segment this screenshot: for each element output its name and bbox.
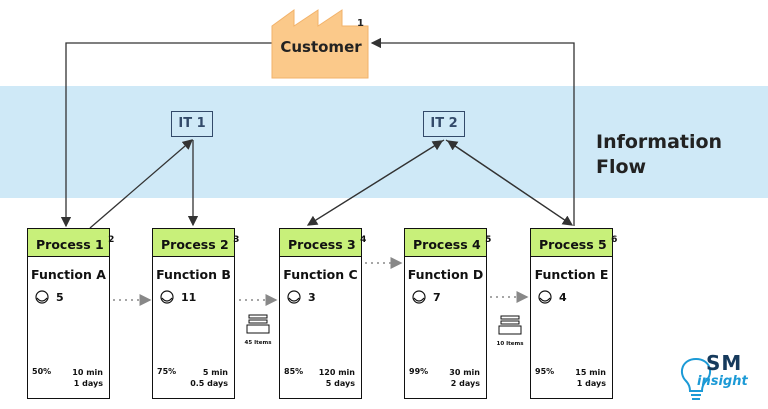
customer-factory-icon <box>271 9 369 79</box>
time-values: 15 min 1 days <box>575 367 606 389</box>
operator-icon <box>35 290 49 304</box>
process-header: Process 4 5 <box>405 229 491 257</box>
inventory-stack-icon <box>498 315 522 335</box>
cycle-time: 5 min <box>202 368 228 377</box>
process-box-3: Process 3 4 Function C 3 85% 120 min 5 d… <box>279 228 366 399</box>
uptime-percent: 95% <box>535 367 555 376</box>
operator-count: 4 <box>559 290 567 304</box>
process-name: Process 4 <box>413 237 481 253</box>
operator-count: 11 <box>181 290 197 304</box>
time-values: 5 min 0.5 days <box>190 367 228 389</box>
cycle-time: 30 min <box>449 368 480 377</box>
uptime-percent: 50% <box>32 367 52 376</box>
operator-indicator: 5 <box>34 289 64 305</box>
cycle-time: 120 min <box>318 368 355 377</box>
operator-icon <box>160 290 174 304</box>
lead-time: 0.5 days <box>190 379 228 388</box>
process-name: Process 3 <box>288 237 356 253</box>
uptime-percent: 85% <box>284 367 304 376</box>
process-box-2: Process 2 3 Function B 11 75% 5 min 0.5 … <box>152 228 239 399</box>
inventory-1: 45 Items <box>243 314 273 346</box>
cycle-time: 15 min <box>575 368 606 377</box>
function-label: Function E <box>534 267 609 282</box>
sm-insight-logo-icon <box>680 357 712 400</box>
time-values: 120 min 5 days <box>319 367 355 389</box>
logo-insight-text: insight <box>697 374 748 389</box>
lead-time: 2 days <box>450 379 480 388</box>
lead-time: 5 days <box>325 379 355 388</box>
process-number: 6 <box>611 235 618 245</box>
process-number: 2 <box>108 235 115 245</box>
inventory-stack-icon <box>246 314 270 334</box>
it2-box: IT 2 <box>423 111 465 137</box>
operator-count: 3 <box>308 290 316 304</box>
operator-icon <box>287 290 301 304</box>
operator-count: 5 <box>56 290 64 304</box>
lead-time: 1 days <box>576 379 606 388</box>
process-box-4: Process 4 5 Function D 7 99% 30 min 2 da… <box>404 228 491 399</box>
information-flow-line2: Flow <box>596 156 647 178</box>
function-label: Function A <box>31 267 106 282</box>
information-flow-band <box>0 86 768 198</box>
operator-indicator: 3 <box>286 289 316 305</box>
logo-sm-text: SM <box>706 351 743 375</box>
process-name: Process 1 <box>36 237 104 253</box>
it1-box: IT 1 <box>171 111 213 137</box>
inventory-label: 10 Items <box>496 341 524 347</box>
process-header: Process 2 3 <box>153 229 239 257</box>
information-flow-label: Information Flow <box>596 130 746 180</box>
operator-icon <box>412 290 426 304</box>
process5-to-customer-arrow <box>370 37 575 226</box>
process5-to-it2-arrow <box>446 140 573 226</box>
customer-to-process1-arrow <box>60 42 272 228</box>
function-label: Function C <box>283 267 358 282</box>
process-number: 4 <box>360 235 367 245</box>
information-flow-line1: Information <box>596 131 723 153</box>
process-number: 5 <box>485 235 492 245</box>
operator-indicator: 4 <box>537 289 567 305</box>
process-box-5: Process 5 6 Function E 4 95% 15 min 1 da… <box>530 228 617 399</box>
operator-icon <box>538 290 552 304</box>
lead-time: 1 days <box>73 379 103 388</box>
operator-indicator: 11 <box>159 289 196 305</box>
time-values: 30 min 2 days <box>449 367 480 389</box>
function-label: Function D <box>407 267 484 282</box>
customer-label: Customer <box>280 38 362 56</box>
time-values: 10 min 1 days <box>72 367 103 389</box>
customer-number: 1 <box>357 18 364 29</box>
inventory-label: 45 Items <box>244 340 272 346</box>
process1-to-it1-arrow <box>89 139 193 229</box>
process-number: 3 <box>233 235 240 245</box>
cycle-time: 10 min <box>72 368 103 377</box>
uptime-percent: 75% <box>157 367 177 376</box>
process3-to-it2-arrow <box>307 140 444 226</box>
process-header: Process 5 6 <box>531 229 617 257</box>
process-box-1: Process 1 2 Function A 5 50% 10 min 1 da… <box>27 228 114 399</box>
uptime-percent: 99% <box>409 367 429 376</box>
process-header: Process 1 2 <box>28 229 114 257</box>
process-name: Process 5 <box>539 237 607 253</box>
inventory-2: 10 Items <box>495 315 525 347</box>
function-label: Function B <box>156 267 231 282</box>
operator-count: 7 <box>433 290 441 304</box>
process-name: Process 2 <box>161 237 229 253</box>
operator-indicator: 7 <box>411 289 441 305</box>
process-header: Process 3 4 <box>280 229 366 257</box>
